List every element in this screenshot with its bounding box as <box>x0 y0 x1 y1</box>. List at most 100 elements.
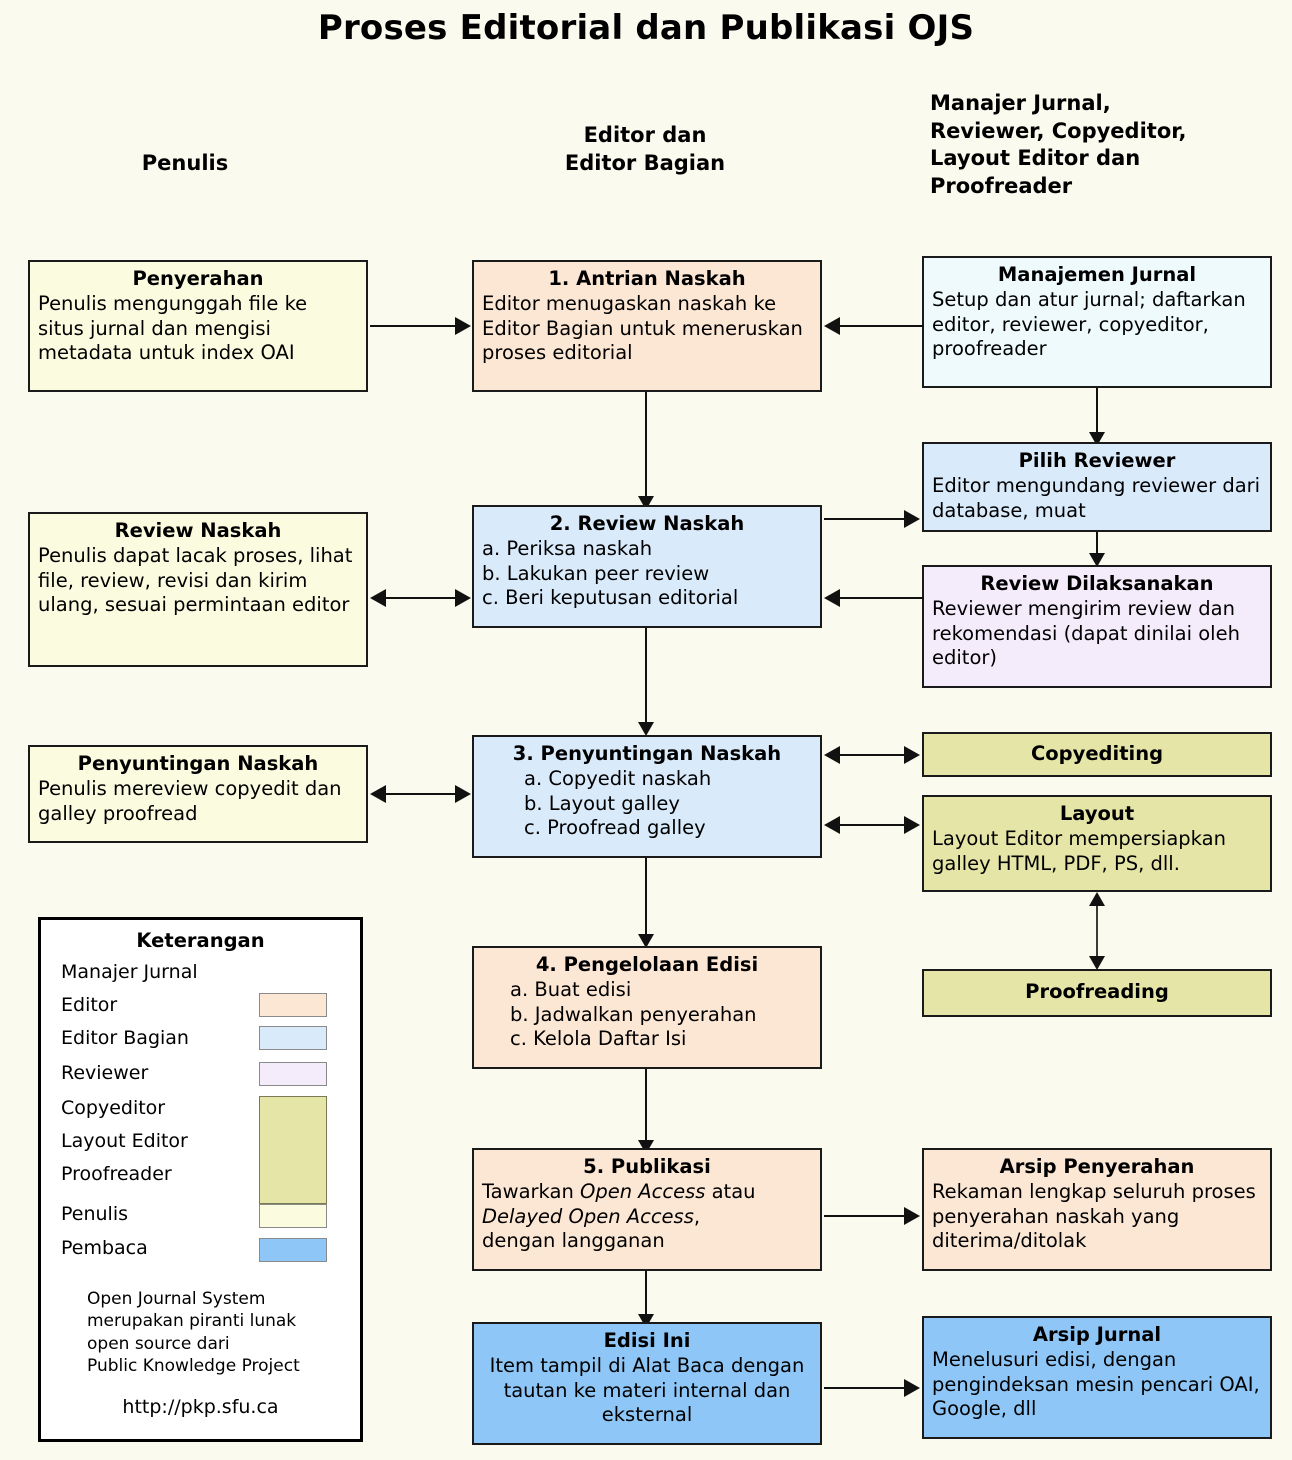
legend-swatch-editor <box>259 993 327 1017</box>
legend-label-proofreader: Proofreader <box>61 1163 172 1185</box>
box-penyuntingan-naskah-item-b: b. Layout galley <box>524 791 680 815</box>
box-copyediting[interactable]: Copyediting <box>922 732 1272 777</box>
arrowhead-layout-proofreading-down <box>1089 956 1105 970</box>
legend-item-editor-bagian: Editor Bagian <box>41 1022 360 1055</box>
box-arsip-jurnal-title: Arsip Jurnal <box>1032 1323 1162 1346</box>
box-review-dilaksanakan[interactable]: Review Dilaksanakan Reviewer mengirim re… <box>922 565 1272 688</box>
legend-label-reviewer: Reviewer <box>61 1062 149 1084</box>
box-edisi-ini-body: Item tampil di Alat Baca dengan tautan k… <box>489 1354 805 1427</box>
box-penyerahan[interactable]: Penyerahan Penulis mengunggah file ke si… <box>28 260 368 392</box>
arrowhead-pilihreviewer-dilaksanakan <box>1089 553 1105 567</box>
box-arsip-penyerahan[interactable]: Arsip Penyerahan Rekaman lengkap seluruh… <box>922 1148 1272 1271</box>
box-review-naskah-item-b: b. Lakukan peer review <box>482 561 710 585</box>
connector-pengelolaan-publikasi <box>645 1069 647 1149</box>
column-header-editor: Editor dan Editor Bagian <box>500 122 790 177</box>
box-review-naskah-item-a: a. Periksa naskah <box>482 537 653 561</box>
box-antrian-naskah-title: 1. Antrian Naskah <box>548 267 746 290</box>
column-header-manajer: Manajer Jurnal, Reviewer, Copyeditor, La… <box>930 90 1280 201</box>
arrowhead-review-pilihreviewer <box>904 510 920 528</box>
box-manajemen-jurnal[interactable]: Manajemen Jurnal Setup dan atur jurnal; … <box>922 256 1272 388</box>
box-penyerahan-title: Penyerahan <box>132 267 264 290</box>
box-publikasi[interactable]: 5. Publikasi Tawarkan Open Access atau D… <box>472 1148 822 1271</box>
arrowhead-manajemen-antrian <box>824 317 840 335</box>
page-title: Proses Editorial dan Publikasi OJS <box>317 8 975 48</box>
box-pilih-reviewer-title: Pilih Reviewer <box>1018 449 1176 472</box>
box-layout[interactable]: Layout Layout Editor mempersiapkan galle… <box>922 795 1272 892</box>
arrowhead-review-penyuntingan <box>638 722 654 736</box>
legend-title: Keterangan <box>136 929 265 952</box>
box-layout-body: Layout Editor mempersiapkan galley HTML,… <box>932 827 1226 875</box>
arrowhead-penyuntingan-penulis-left <box>370 785 386 803</box>
arrowhead-layout-proofreading-up <box>1089 892 1105 906</box>
box-arsip-penyerahan-title: Arsip Penyerahan <box>999 1155 1195 1178</box>
box-manajemen-jurnal-title: Manajemen Jurnal <box>997 263 1197 286</box>
arrowhead-publikasi-arsip <box>904 1207 920 1225</box>
legend-url[interactable]: http://pkp.sfu.ca <box>122 1395 279 1418</box>
box-penyuntingan-penulis-body: Penulis mereview copyedit dan galley pro… <box>38 777 342 825</box>
box-pengelolaan-edisi-item-c: c. Kelola Daftar Isi <box>510 1027 687 1051</box>
connector-manajemen-antrian <box>840 325 924 327</box>
arrowhead-penyuntingan-pengelolaan <box>638 934 654 948</box>
arrowhead-penyerahan-antrian <box>455 317 471 335</box>
box-review-naskah-penulis[interactable]: Review Naskah Penulis dapat lacak proses… <box>28 512 368 667</box>
box-penyerahan-body: Penulis mengunggah file ke situs jurnal … <box>38 292 308 365</box>
legend-item-layout-editor: Layout Editor <box>41 1125 360 1158</box>
connector-publikasi-arsip <box>824 1215 908 1217</box>
column-header-manajer-line2: Reviewer, Copyeditor, <box>930 118 1187 143</box>
legend-item-copyeditor: Copyeditor <box>41 1092 360 1204</box>
legend-label-penulis: Penulis <box>61 1203 129 1225</box>
box-penyuntingan-naskah-item-c: c. Proofread galley <box>524 816 706 840</box>
arrowhead-penulisreview-right <box>455 589 471 607</box>
connector-penulisreview-review <box>385 597 455 599</box>
connector-pilihreviewer-dilaksanakan <box>1096 532 1098 560</box>
legend-note: Open Journal System merupakan piranti lu… <box>87 1288 360 1378</box>
connector-penyerahan-antrian <box>370 325 456 327</box>
arrowhead-layout-right <box>904 816 920 834</box>
connector-reviewdilaksanakan-review <box>840 597 924 599</box>
legend-item-penulis: Penulis <box>41 1198 360 1232</box>
connector-publikasi-edisi <box>645 1271 647 1321</box>
legend-note-line1: Open Journal System <box>87 1289 266 1309</box>
box-review-dilaksanakan-body: Reviewer mengirim review dan rekomendasi… <box>932 597 1240 670</box>
box-penyuntingan-penulis[interactable]: Penyuntingan Naskah Penulis mereview cop… <box>28 745 368 843</box>
arrowhead-reviewdilaksanakan-review <box>824 589 840 607</box>
box-publikasi-line2: Delayed Open Access, <box>482 1205 812 1230</box>
legend-label-editor: Editor <box>61 994 118 1016</box>
box-antrian-naskah[interactable]: 1. Antrian Naskah Editor menugaskan nask… <box>472 260 822 392</box>
legend-item-manajer-jurnal: Manajer Jurnal <box>41 956 360 989</box>
legend-label-editor-bagian: Editor Bagian <box>61 1027 189 1049</box>
publikasi-post: atau <box>705 1180 756 1204</box>
column-header-manajer-line4: Proofreader <box>930 174 1073 199</box>
box-arsip-jurnal[interactable]: Arsip Jurnal Menelusuri edisi, dengan pe… <box>922 1316 1272 1439</box>
box-publikasi-title: 5. Publikasi <box>583 1155 711 1178</box>
box-manajemen-jurnal-body: Setup dan atur jurnal; daftarkan editor,… <box>932 288 1246 361</box>
publikasi-comma: , <box>693 1204 701 1228</box>
box-review-naskah[interactable]: 2. Review Naskah a. Periksa naskah b. La… <box>472 505 822 628</box>
box-penyuntingan-naskah-item-a: a. Copyedit naskah <box>524 767 712 791</box>
box-proofreading-title: Proofreading <box>1025 980 1169 1004</box>
connector-penyuntingan-copyediting <box>840 754 908 756</box>
arrowhead-layout-left <box>824 816 840 834</box>
arrowhead-penyuntingan-penulis-right <box>455 785 471 803</box>
box-proofreading[interactable]: Proofreading <box>922 969 1272 1017</box>
legend-swatch-pembaca <box>259 1238 327 1262</box>
legend-panel: Keterangan Manajer Jurnal Editor Editor … <box>38 917 363 1442</box>
connector-review-penyuntingan <box>645 628 647 732</box>
publikasi-delayed-open-access: Delayed Open Access <box>482 1204 694 1228</box>
connector-penyuntingan-layout <box>840 824 908 826</box>
box-penyuntingan-naskah[interactable]: 3. Penyuntingan Naskah a. Copyedit naska… <box>472 735 822 858</box>
box-copyediting-title: Copyediting <box>1030 741 1164 765</box>
box-pengelolaan-edisi-title: 4. Pengelolaan Edisi <box>535 953 759 976</box>
legend-item-editor: Editor <box>41 989 360 1022</box>
publikasi-pre: Tawarkan <box>482 1180 581 1204</box>
box-layout-title: Layout <box>1059 802 1135 825</box>
legend-swatch-penulis <box>259 1204 327 1228</box>
arrowhead-copyediting-left <box>824 746 840 764</box>
box-edisi-ini-title: Edisi Ini <box>603 1329 691 1352</box>
legend-note-line3: open source dari <box>87 1333 230 1354</box>
box-pengelolaan-edisi[interactable]: 4. Pengelolaan Edisi a. Buat edisi b. Ja… <box>472 946 822 1069</box>
box-review-naskah-title: 2. Review Naskah <box>549 512 745 535</box>
box-pilih-reviewer[interactable]: Pilih Reviewer Editor mengundang reviewe… <box>922 442 1272 532</box>
box-edisi-ini[interactable]: Edisi Ini Item tampil di Alat Baca denga… <box>472 1322 822 1445</box>
column-header-manajer-line1: Manajer Jurnal, <box>930 91 1111 115</box>
